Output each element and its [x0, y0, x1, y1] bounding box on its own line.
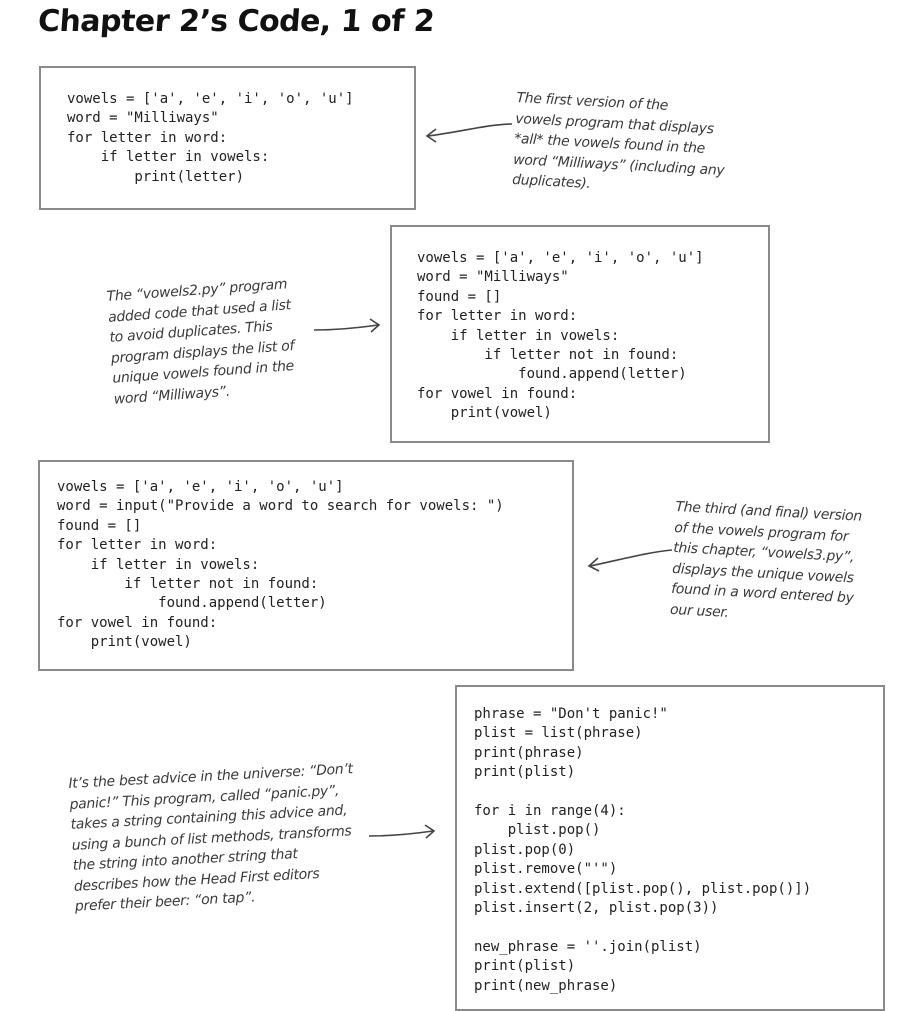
annotation-vowels3: The third (and final) version of the vow…	[670, 497, 863, 630]
code-line: for vowel in found:	[57, 614, 218, 631]
arrow-right-icon	[313, 318, 381, 333]
code-listing: vowels = ['a', 'e', 'i', 'o', 'u'] word =…	[417, 249, 768, 424]
code-line	[474, 918, 883, 937]
code-line: if letter not in found:	[57, 576, 319, 593]
code-block-vowels2: vowels = ['a', 'e', 'i', 'o', 'u'] word =…	[390, 225, 770, 443]
code-line: phrase = "Don't panic!"	[474, 706, 668, 722]
code-line: vowels = ['a', 'e', 'i', 'o', 'u']	[417, 250, 704, 266]
code-line	[474, 783, 883, 802]
code-line: plist.extend([plist.pop(), plist.pop()])	[474, 880, 812, 897]
code-line: found.append(letter)	[417, 366, 687, 383]
code-line: for i in range(4):	[474, 803, 626, 820]
code-line: plist.insert(2, plist.pop(3))	[474, 900, 719, 917]
code-line: found = []	[57, 517, 142, 534]
code-listing: vowels = ['a', 'e', 'i', 'o', 'u'] word =…	[57, 478, 572, 653]
arrow-right-icon	[368, 824, 436, 839]
code-listing: phrase = "Don't panic!" plist = list(phra…	[474, 705, 883, 996]
code-line: plist.pop(0)	[474, 841, 576, 858]
code-line: word = "Milliways"	[67, 110, 219, 127]
code-line: if letter in vowels:	[417, 327, 620, 344]
code-line: if letter in vowels:	[67, 149, 270, 166]
code-line: print(letter)	[67, 168, 245, 185]
code-line: for letter in word:	[67, 129, 228, 146]
code-line: for vowel in found:	[417, 385, 578, 402]
code-line: print(new_phrase)	[474, 977, 618, 994]
code-line: print(plist)	[474, 764, 576, 781]
page-title: Chapter 2’s Code, 1 of 2	[36, 4, 436, 39]
annotation-panic: It’s the best advice in the universe: “D…	[68, 759, 360, 917]
code-line: found = []	[417, 288, 502, 305]
code-line: plist.pop()	[474, 822, 601, 839]
code-line: print(vowel)	[57, 634, 192, 651]
code-line: word = input("Provide a word to search f…	[57, 498, 504, 515]
code-line: vowels = ['a', 'e', 'i', 'o', 'u']	[67, 91, 354, 107]
code-block-vowels: vowels = ['a', 'e', 'i', 'o', 'u'] word =…	[39, 66, 416, 210]
annotation-vowels2: The “vowels2.py” program added code that…	[106, 274, 298, 410]
annotation-vowels: The first version of the vowels program …	[512, 88, 728, 201]
code-line: word = "Milliways"	[417, 269, 569, 286]
code-line: plist = list(phrase)	[474, 725, 643, 742]
code-line: found.append(letter)	[57, 595, 327, 612]
code-line: print(plist)	[474, 958, 576, 975]
code-line: for letter in word:	[417, 308, 578, 325]
arrow-left-icon	[425, 123, 513, 143]
code-line: print(vowel)	[417, 405, 552, 422]
code-line: if letter not in found:	[417, 347, 679, 364]
code-line: print(phrase)	[474, 744, 584, 761]
arrow-left-icon	[587, 549, 673, 572]
code-line: plist.remove("'")	[474, 861, 618, 878]
code-line: for letter in word:	[57, 537, 218, 554]
code-block-panic: phrase = "Don't panic!" plist = list(phra…	[455, 685, 885, 1011]
code-line: new_phrase = ''.join(plist)	[474, 938, 702, 955]
code-line: if letter in vowels:	[57, 556, 260, 573]
code-line: vowels = ['a', 'e', 'i', 'o', 'u']	[57, 479, 344, 495]
code-block-vowels3: vowels = ['a', 'e', 'i', 'o', 'u'] word =…	[38, 460, 574, 671]
code-listing: vowels = ['a', 'e', 'i', 'o', 'u'] word =…	[67, 90, 414, 187]
